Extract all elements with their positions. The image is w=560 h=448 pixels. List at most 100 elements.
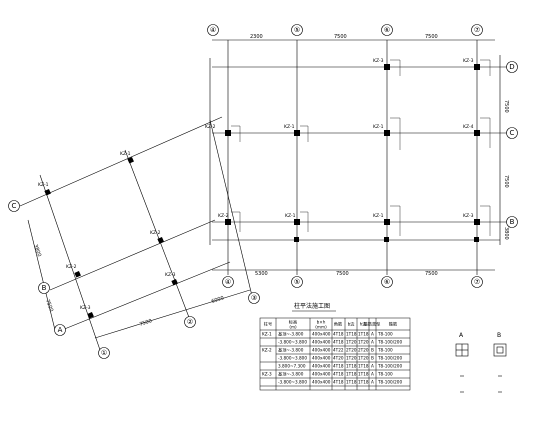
cell-id: KZ-2	[262, 348, 272, 353]
col-label-kz1-b5: KZ-1	[285, 213, 296, 219]
bl-axis-3: ③	[251, 294, 257, 302]
th-elev-unit: (m)	[289, 325, 297, 330]
col-label-kz1-b6: KZ-1	[373, 213, 384, 219]
cell-type: A	[371, 340, 374, 345]
bottom-axis-6: ⑥	[384, 278, 390, 286]
cell-h: 1T18	[358, 372, 369, 377]
right-axis-c: C	[510, 129, 515, 137]
cell-elev: 基顶~-3.800	[278, 347, 304, 354]
cell-stirrup: T8-100/200	[377, 380, 402, 385]
cell-type: A	[371, 380, 374, 385]
cell-h: 2T20	[358, 348, 369, 353]
top-dim-2: 7500	[334, 34, 347, 40]
right-dim-2: 7500	[503, 175, 509, 188]
bottom-dim-3: 7500	[425, 271, 438, 277]
col-label-kz1-c5: KZ-1	[284, 124, 295, 130]
cell-corner: 4T22	[333, 348, 344, 353]
top-axis-markers: ④ ⑤ ⑥ ⑦	[207, 24, 483, 36]
cell-corner: 4T18	[333, 332, 344, 337]
bottom-left-axis-markers: ① ② ③	[98, 292, 260, 359]
col-label-kz2-c4: KZ-2	[205, 124, 216, 130]
cell-type: A	[371, 372, 374, 377]
top-axis-7: ⑦	[474, 26, 480, 34]
cell-stirrup: T8-100/200	[377, 340, 402, 345]
bottom-axis-5: ⑤	[294, 278, 300, 286]
col-label-rot-5: KZ-3	[80, 305, 91, 311]
right-axis-d: D	[509, 63, 514, 71]
rebar-table	[259, 317, 411, 391]
col-label-kz3-b7: KZ-3	[463, 213, 474, 219]
cell-size: 400x400	[312, 356, 331, 361]
col-label-kz2-b4: KZ-2	[218, 213, 229, 219]
bottom-dim-1: 5300	[255, 271, 268, 277]
cell-h: 1T20	[358, 340, 369, 345]
cell-h: 1T18	[358, 332, 369, 337]
bl-axis-2: ②	[187, 318, 193, 326]
left-axis-a: A	[58, 326, 63, 334]
top-axis-4: ④	[210, 26, 216, 34]
cell-stirrup: T8-100	[377, 348, 393, 353]
th-size: b×h	[317, 320, 326, 325]
th-id: 柱号	[264, 321, 272, 328]
left-axis-b: B	[42, 284, 47, 292]
table-body: KZ-1 基顶~-3.800 400x400 4T18 1T18 1T18 A …	[262, 331, 402, 385]
top-dim-3: 7500	[425, 34, 438, 40]
col-label-rot-6: KZ-3	[165, 272, 176, 278]
bottom-dim-2: 7500	[336, 271, 349, 277]
left-dim-2: 7500	[44, 299, 54, 313]
cell-corner: 4T18	[333, 340, 344, 345]
bottom-axis-4: ④	[225, 278, 231, 286]
cell-b: 1T20	[346, 340, 357, 345]
cell-b: 1T18	[346, 380, 357, 385]
cell-type: A	[371, 332, 374, 337]
right-dim-1: 7500	[503, 100, 509, 113]
cell-size: 400x400	[312, 340, 331, 345]
left-axis-c: C	[12, 202, 17, 210]
th-elev: 标高	[289, 319, 297, 326]
right-grid-columns	[225, 64, 480, 242]
cell-h: 1T18	[358, 364, 369, 369]
top-axis-6: ⑥	[384, 26, 390, 34]
cell-b: 1T18	[346, 364, 357, 369]
column-annotation-marks	[231, 59, 491, 236]
th-corner: 角筋	[334, 321, 342, 328]
cell-b: 2T20	[346, 348, 357, 353]
legend-type-a: A	[459, 332, 464, 339]
cell-id: KZ-1	[262, 332, 272, 337]
col-label-kz1-c6: KZ-1	[373, 124, 384, 130]
col-label-kz3-d6: KZ-3	[373, 58, 384, 64]
cell-size: 400x400	[312, 380, 331, 385]
left-axis-markers: C B A	[8, 200, 66, 336]
cell-type: B	[371, 348, 374, 353]
cell-b: 1T20	[346, 356, 357, 361]
right-axis-markers: D C B	[506, 61, 518, 228]
bl-dim-2: 6000	[211, 295, 225, 305]
cell-elev: -3.800~3.800	[278, 380, 307, 385]
cell-h: 1T20	[358, 356, 369, 361]
th-h: h边	[360, 321, 368, 328]
th-b: b边	[348, 321, 356, 328]
cell-type: A	[371, 364, 374, 369]
rotated-grid-columns	[44, 156, 178, 319]
col-label-rot-2: KZ-1	[120, 151, 131, 157]
col-label-rot-3: KZ-2	[66, 264, 77, 270]
cell-b: 1T18	[346, 332, 357, 337]
cell-stirrup: T8-100/200	[377, 356, 402, 361]
cell-elev: -3.800~3.800	[278, 356, 307, 361]
cell-corner: 4T18	[333, 372, 344, 377]
stirrup-legend	[455, 343, 507, 393]
right-dim-3: 3800	[503, 227, 509, 240]
rotated-grid	[19, 116, 253, 351]
cell-corner: 4T18	[333, 364, 344, 369]
cell-corner: 4T20	[333, 356, 344, 361]
col-label-rot-1: KZ-1	[38, 182, 49, 188]
cell-corner: 4T18	[333, 380, 344, 385]
bl-axis-1: ①	[101, 349, 107, 357]
legend-type-b: B	[497, 332, 501, 339]
col-label-rot-4: KZ-2	[150, 230, 161, 236]
cell-size: 400x400	[312, 348, 331, 353]
cell-h: 1T18	[358, 380, 369, 385]
table-title: 柱平法施工图	[294, 302, 330, 310]
col-label-kz3-d7: KZ-3	[463, 58, 474, 64]
